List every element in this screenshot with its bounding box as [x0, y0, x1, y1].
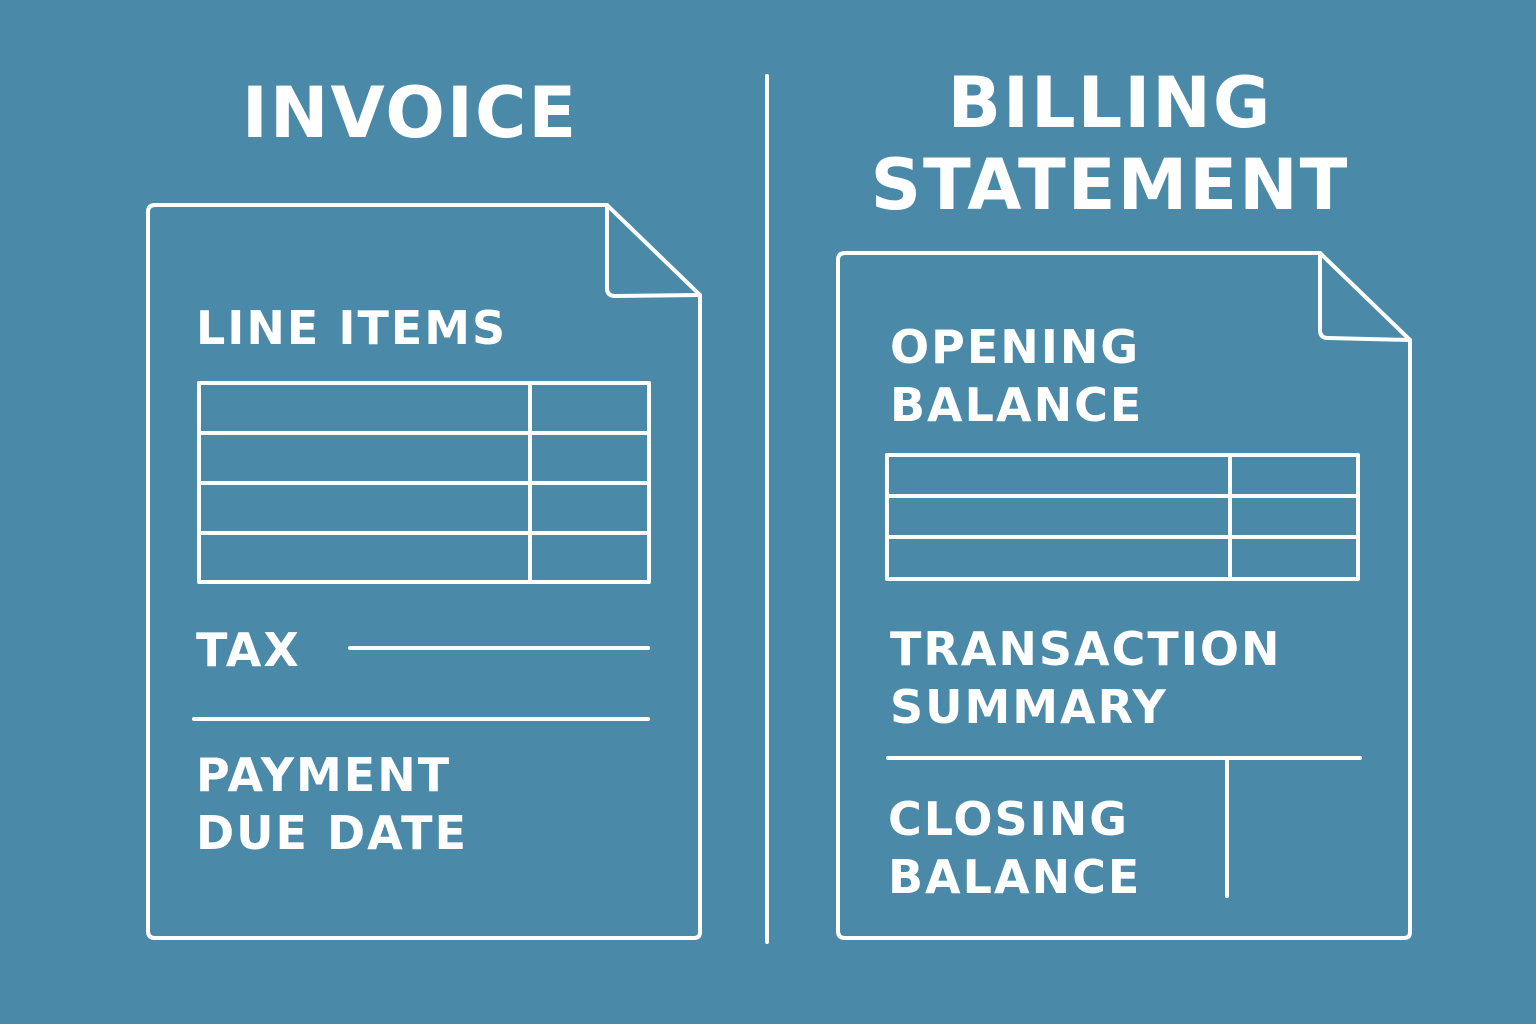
invoice-folded-corner	[605, 203, 702, 298]
tax-label: TAX	[196, 623, 301, 677]
transaction-summary-label: TRANSACTION SUMMARY	[890, 622, 1282, 734]
payment-due-date-label: PAYMENT DUE DATE	[196, 748, 468, 860]
billing-folded-corner	[1318, 251, 1412, 342]
billing-transactions-table	[885, 453, 1360, 581]
billing-statement-title: BILLING STATEMENT	[870, 62, 1350, 226]
opening-balance-label: OPENING BALANCE	[890, 320, 1144, 432]
billing-document-outline	[836, 251, 1412, 940]
closing-balance-label: CLOSING BALANCE	[888, 792, 1142, 904]
invoice-document-outline	[146, 203, 702, 940]
line-items-label: LINE ITEMS	[196, 301, 508, 355]
invoice-title: INVOICE	[241, 72, 579, 154]
